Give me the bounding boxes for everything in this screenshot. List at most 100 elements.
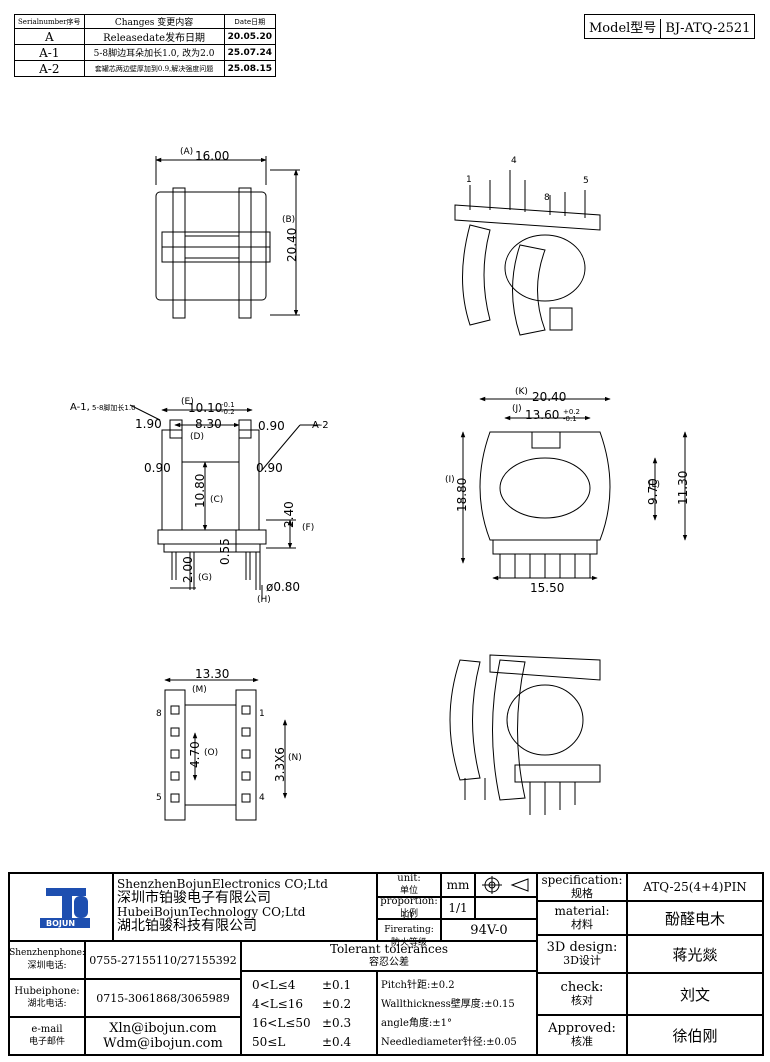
dim-090-a: 0.90 — [258, 419, 285, 433]
company-en-1: ShenzhenBojunElectronics CO;Ltd — [117, 877, 328, 891]
model-label: Model型号 — [589, 21, 657, 36]
dim-label-e: (E) — [181, 397, 194, 407]
dim-bottom: 15.50 — [530, 581, 564, 595]
tol-range: 0<L≤4 — [252, 978, 296, 992]
tol-range: 16<L≤50 — [252, 1016, 311, 1030]
ul-label-cn: 防火等级 — [390, 937, 427, 948]
email-label: e-mail — [31, 1024, 63, 1035]
design-value: 蒋光燚 — [627, 935, 763, 973]
unit-label-cell: unit: 单位 — [377, 873, 441, 897]
tol-row: 4<L≤16±0.2 — [252, 995, 366, 1014]
front-view — [129, 404, 320, 600]
company-cn-2: 湖北铂骏科技有限公司 — [117, 918, 257, 934]
model-value: BJ-ATQ-2521 — [660, 19, 754, 38]
spec-value: ATQ-25(4+4)PIN — [627, 873, 763, 901]
dim-055: 0.55 — [218, 538, 232, 565]
note-a2: A-2 — [312, 420, 329, 431]
dim-f: 2.40 — [282, 501, 296, 528]
tol-value: ±0.2 — [322, 997, 352, 1011]
company-cell: ShenzhenBojunElectronics CO;Ltd 深圳市铂骏电子有… — [113, 873, 377, 941]
dim-label-d: (D) — [190, 432, 204, 442]
unit-label: unit: — [397, 873, 421, 884]
rev-serial: A-1 — [14, 44, 85, 61]
tol-row: 0<L≤4±0.1 — [252, 976, 366, 995]
tol-range: 50≤L — [252, 1035, 286, 1049]
material-label: material: — [554, 904, 610, 918]
dim-e-tol-up: -0.1 — [221, 401, 235, 409]
pin-label-5: 5 — [156, 793, 162, 803]
dim-b: 20.40 — [285, 228, 299, 262]
dim-h: ø0.80 — [266, 580, 300, 594]
pin-mark — [241, 727, 251, 737]
dim-090-b: 0.90 — [144, 461, 171, 475]
iso-pin-label-8: 8 — [544, 193, 550, 203]
hb-phone-label: Hubeiphone: — [14, 986, 80, 997]
dim-e-tol-dn: -0.2 — [221, 408, 235, 416]
ul-label: UL Firerating: — [384, 911, 434, 935]
projection-symbol — [475, 873, 537, 897]
tol-value: ±0.3 — [322, 1016, 352, 1030]
logo-text: BOJUN — [46, 919, 75, 928]
ul-value: 94V-0 — [441, 919, 537, 941]
revision-table: Serialnumber序号 Changes 变更内容 Date日期 A Rel… — [14, 14, 277, 77]
top-view — [155, 156, 300, 319]
dim-label-a: (A) — [180, 147, 193, 157]
dim-190: 1.90 — [135, 417, 162, 431]
check-label-cn: 核对 — [570, 994, 593, 1007]
email-label-cn: 电子邮件 — [28, 1037, 65, 1047]
unit-value: mm — [441, 873, 475, 897]
pin-mark — [241, 705, 251, 715]
dim-j-tol-up: +0.2 — [563, 408, 580, 416]
email-cell: Xln@ibojun.com Wdm@ibojun.com — [85, 1017, 241, 1055]
projection-icon — [482, 876, 529, 894]
logo-cell: BOJUN — [9, 873, 113, 941]
spec-label-cn: 规格 — [570, 887, 593, 900]
tol-notes: Pitch针距:±0.2 Wallthickness壁厚度:±0.15 angl… — [377, 971, 537, 1055]
hb-phone-label-cn: 湖北电话: — [27, 999, 67, 1009]
dim-label-i: (I) — [445, 475, 455, 485]
pin-view — [164, 677, 288, 821]
tol-note: angle角度:±1° — [381, 1018, 453, 1029]
material-label-cell: material:材料 — [537, 901, 627, 935]
tol-note: Needlediameter针径:±0.05 — [381, 1037, 517, 1048]
dim-a: 16.00 — [195, 149, 229, 163]
email-2[interactable]: Wdm@ibojun.com — [103, 1036, 223, 1051]
dim-label-h: (H) — [257, 595, 271, 605]
proportion-label: proportion: — [380, 896, 438, 907]
dim-o: 4.70 — [188, 741, 202, 768]
dim-l: 9.70 — [646, 478, 660, 505]
approved-value: 徐伯刚 — [627, 1015, 763, 1055]
check-label: check: — [560, 980, 604, 995]
pin-mark — [241, 749, 251, 759]
design-label-cn: 3D设计 — [563, 954, 601, 967]
dim-m: 13.30 — [195, 667, 229, 681]
spec-label: specification: — [541, 873, 623, 887]
sz-phone-label: Shenzhenphone: — [9, 948, 85, 958]
note-a1: A-1, — [70, 402, 90, 413]
tol-title: Tolerant tolerances — [329, 942, 449, 956]
iso-view-bottom — [449, 654, 601, 815]
company-cn-1: 深圳市铂骏电子有限公司 — [117, 890, 271, 906]
approved-label: Approved: — [548, 1021, 616, 1036]
dim-label-j: (J) — [512, 404, 522, 414]
dim-label-b: (B) — [282, 215, 295, 225]
pin-mark — [241, 771, 251, 781]
sz-phone-label-cn: 深圳电话: — [27, 961, 67, 971]
dim-c: 10.80 — [193, 474, 207, 508]
dim-label-c: (C) — [210, 495, 223, 505]
tol-title-cn: 容忍公差 — [368, 957, 409, 968]
dim-label-f: (F) — [302, 523, 314, 533]
dim-l2: 11.30 — [676, 471, 690, 505]
design-label-cell: 3D design:3D设计 — [537, 935, 627, 973]
sz-phone: 0755-27155110/27155392 — [85, 941, 241, 979]
iso-view-top — [454, 170, 601, 336]
approved-label-cn: 核准 — [571, 1035, 593, 1048]
proportion-label-cn: 比例 — [399, 909, 418, 919]
dim-i: 18.80 — [455, 478, 469, 512]
email-label-cell: e-mail 电子邮件 — [9, 1017, 85, 1055]
unit-label-cn: 单位 — [399, 886, 418, 896]
dim-e: 10.10 — [188, 401, 222, 415]
email-1[interactable]: Xln@ibojun.com — [109, 1021, 217, 1036]
